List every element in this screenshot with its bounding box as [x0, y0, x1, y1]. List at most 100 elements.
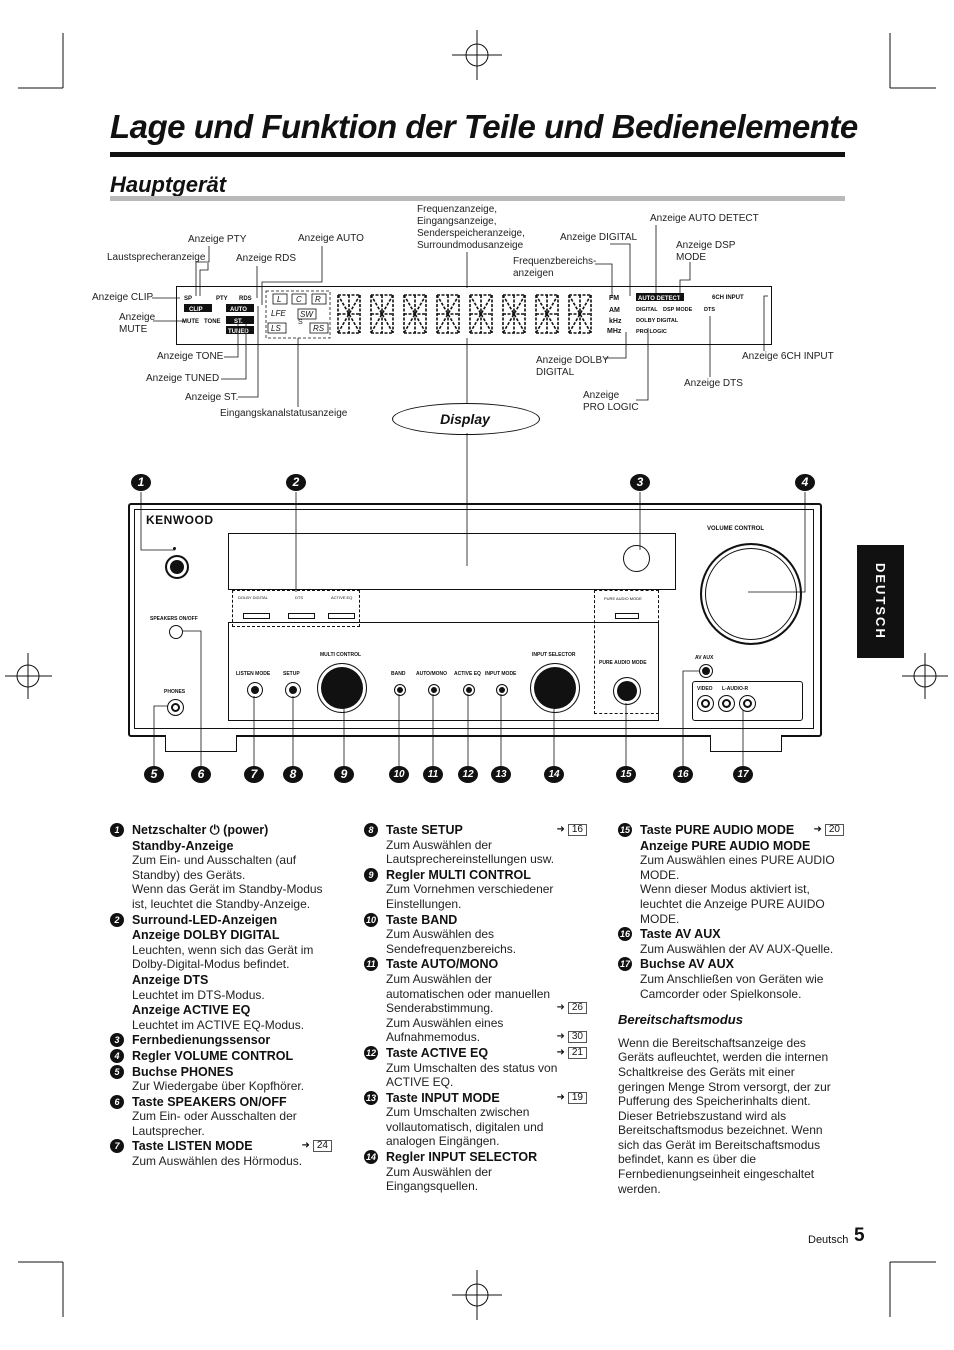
callout-1: 1	[131, 474, 151, 491]
item-text: Wenn das Gerät im Standby-Modus ist, leu…	[132, 882, 323, 911]
led-dts-label: DTS	[295, 595, 303, 600]
vfd-ls: LS	[271, 324, 281, 333]
band-label: BAND	[391, 671, 406, 677]
label-pro-logic: Anzeige PRO LOGIC	[583, 390, 639, 413]
callout-13: 13	[491, 766, 511, 783]
standby-heading: Bereitschaftsmodus	[618, 1012, 743, 1028]
page-ref: ➜30	[556, 1030, 587, 1045]
led-pure-audio-label: PURE AUDIO MODE	[604, 596, 642, 601]
label-mute: Anzeige MUTE	[119, 312, 156, 335]
vfd-ch-r: R	[315, 295, 321, 304]
led-active-eq-label: ACTIVE EQ	[331, 595, 353, 600]
item-text: Zum Umschalten zwischen vollautomatisch,…	[386, 1105, 544, 1149]
receiver-inner-frame	[134, 509, 814, 729]
vfd-rds: RDS	[239, 296, 252, 302]
display-oval	[392, 403, 540, 435]
display-oval-label: Display	[440, 411, 490, 427]
callout-4: 4	[795, 474, 815, 491]
auto-mono-button[interactable]	[428, 684, 440, 696]
callout-2: 2	[286, 474, 306, 491]
label-dolby-digital: Anzeige DOLBY DIGITAL	[536, 355, 609, 378]
vfd-pro-logic: PRO LOGIC	[636, 329, 667, 335]
speakers-onoff-button[interactable]	[169, 625, 183, 639]
vfd-khz: kHz	[609, 318, 622, 325]
page-ref: ➜19	[556, 1091, 587, 1106]
page-ref: ➜16	[556, 823, 587, 838]
item-text: Leuchtet im ACTIVE EQ-Modus.	[132, 1017, 305, 1032]
video-label: VIDEO	[697, 686, 713, 692]
phones-jack[interactable]	[167, 699, 184, 716]
speakers-onoff-label: SPEAKERS ON/OFF	[150, 616, 198, 622]
section-rule	[110, 196, 845, 201]
callout-17: 17	[733, 766, 753, 783]
active-eq-button-label: ACTIVE EQ	[454, 671, 481, 677]
callout-12: 12	[458, 766, 478, 783]
section-title: Hauptgerät	[110, 172, 227, 197]
item-number: 14	[364, 1150, 378, 1165]
vfd-clip: CLIP	[189, 307, 203, 313]
item-subheading: Anzeige DOLBY DIGITAL	[132, 928, 280, 943]
language-tab: DEUTSCH	[857, 545, 904, 658]
label-pty: Anzeige PTY	[188, 234, 247, 245]
item-subheading: Anzeige PURE AUDIO MODE	[640, 838, 811, 853]
item-number: 15	[618, 823, 632, 837]
band-button[interactable]	[394, 684, 406, 696]
item-number: 16	[618, 927, 632, 942]
item-text: Zum Anschließen von Geräten wie Camcorde…	[640, 971, 824, 1001]
multi-control-label: MULTI CONTROL	[320, 652, 362, 658]
item-number: 3	[110, 1033, 124, 1048]
audio-l-jack[interactable]	[718, 695, 735, 712]
item-text: Leuchtet im DTS-Modus.	[132, 987, 265, 1002]
page-ref: ➜24	[301, 1139, 332, 1154]
volume-control-knob[interactable]	[700, 543, 802, 645]
vfd-fm: FM	[609, 295, 619, 302]
pure-audio-mode-button[interactable]	[613, 677, 641, 705]
item-text: Wenn dieser Modus aktiviert ist, leuchte…	[640, 882, 825, 926]
active-eq-button[interactable]	[463, 684, 475, 696]
label-dsp-mode: Anzeige DSP MODE	[676, 240, 736, 263]
audio-r-jack[interactable]	[739, 695, 756, 712]
page-ref: ➜20	[813, 823, 844, 838]
label-auto-detect: Anzeige AUTO DETECT	[650, 213, 759, 224]
volume-control-label: VOLUME CONTROL	[707, 526, 764, 532]
item-text: Zum Auswählen eines Aufnahmemodus.➜30	[364, 1016, 587, 1045]
phones-label: PHONES	[164, 689, 186, 695]
vfd-display	[176, 286, 772, 345]
label-tone: Anzeige TONE	[157, 351, 224, 362]
label-speakers: Laustsprecheranzeige	[107, 252, 206, 263]
led-dts	[288, 613, 315, 619]
callout-14: 14	[544, 766, 564, 783]
input-mode-label: INPUT MODE	[485, 671, 517, 677]
multi-control-knob[interactable]	[317, 663, 367, 713]
input-selector-knob[interactable]	[530, 663, 580, 713]
listen-mode-button[interactable]	[247, 682, 263, 698]
av-aux-box	[692, 681, 803, 721]
av-aux-button[interactable]	[699, 664, 713, 678]
power-button[interactable]	[165, 555, 189, 579]
l-audio-r-label: L-AUDIO-R	[722, 686, 749, 692]
callout-11: 11	[423, 766, 443, 783]
label-freqrange: Frequenzbereichs- anzeigen	[513, 256, 597, 279]
vfd-rs: RS	[313, 324, 325, 333]
item-number: 17	[618, 957, 632, 972]
item-text: Zur Wiedergabe über Kopfhörer.	[132, 1079, 305, 1094]
input-mode-button[interactable]	[496, 684, 508, 696]
footer-language: Deutsch	[808, 1234, 849, 1246]
vfd-auto: AUTO	[230, 307, 247, 313]
vfd-dsp-mode: DSP MODE	[663, 307, 693, 313]
item-text: Zum Auswählen eines PURE AUDIO MODE.	[640, 853, 835, 882]
page-number: 5	[854, 1225, 865, 1246]
label-clip: Anzeige CLIP	[92, 292, 154, 303]
video-jack[interactable]	[697, 695, 714, 712]
vfd-auto-detect: AUTO DETECT	[638, 296, 681, 302]
